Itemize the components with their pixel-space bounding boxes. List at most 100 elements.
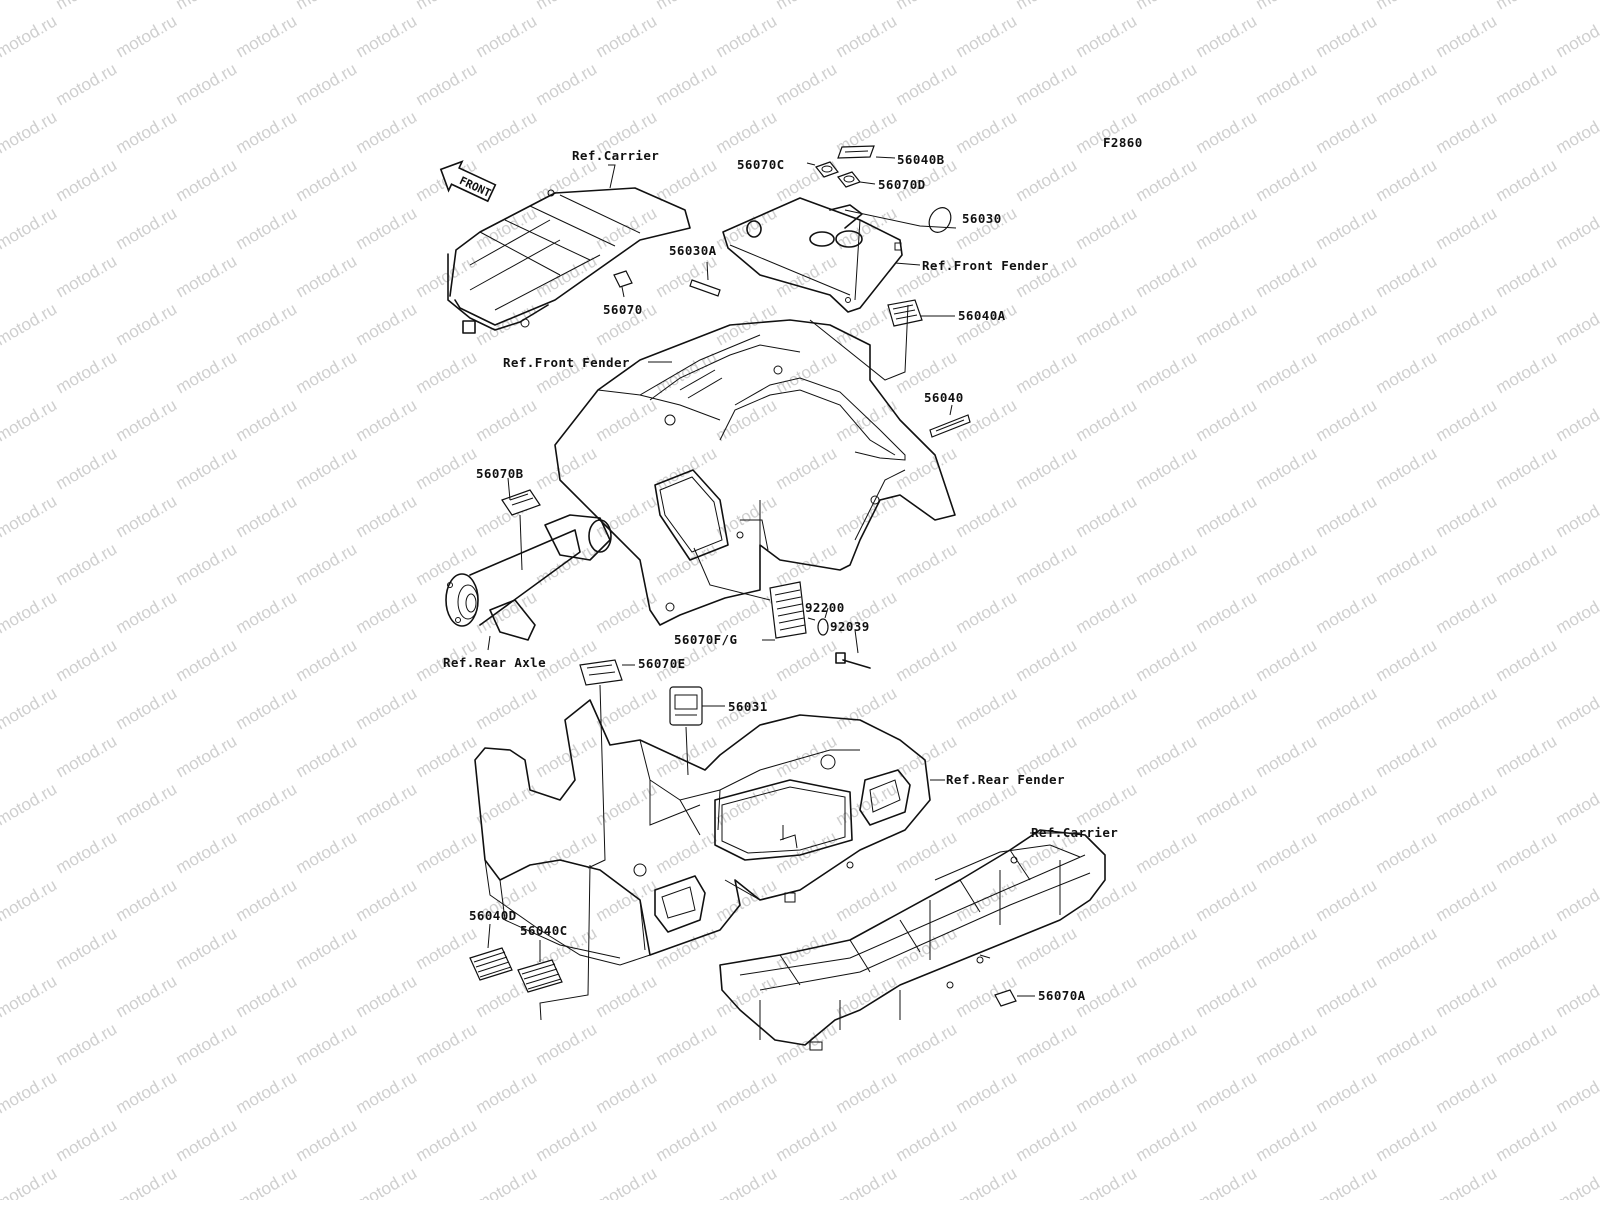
watermark-text: motod.ru	[173, 1115, 241, 1165]
watermark-text: motod.ru	[893, 539, 961, 589]
watermark-text: motod.ru	[1193, 971, 1261, 1021]
watermark-text: motod.ru	[173, 923, 241, 973]
watermark-text: motod.ru	[1493, 155, 1561, 205]
watermark-text: motod.ru	[1073, 779, 1141, 829]
watermark-text: motod.ru	[1133, 539, 1201, 589]
decal-56040A-icon	[888, 300, 922, 326]
watermark-text: motod.ru	[1313, 587, 1381, 637]
watermark-text: motod.ru	[53, 635, 121, 685]
watermark-text: motod.ru	[413, 923, 481, 973]
watermark-text: motod.ru	[1493, 1019, 1561, 1069]
decal-56040B-icon	[838, 146, 874, 158]
watermark-text: motod.ru	[593, 491, 661, 541]
watermark-text: motod.ru	[473, 1067, 541, 1117]
watermark-text: motod.ru	[953, 11, 1021, 61]
watermark-text: motod.ru	[0, 491, 60, 541]
watermark-text: motod.ru	[0, 1163, 60, 1200]
watermark-text: motod.ru	[1193, 491, 1261, 541]
watermark-text: motod.ru	[1553, 971, 1600, 1021]
watermark-text: motod.ru	[1313, 395, 1381, 445]
label-ref-carrier-top: Ref.Carrier	[572, 148, 659, 163]
watermark-text: motod.ru	[1433, 875, 1501, 925]
watermark-text: motod.ru	[953, 299, 1021, 349]
watermark-text: motod.ru	[653, 1019, 721, 1069]
watermark-text: motod.ru	[293, 155, 361, 205]
watermark-text: motod.ru	[1373, 1115, 1441, 1165]
watermark-text: motod.ru	[233, 299, 301, 349]
watermark-text: motod.ru	[53, 539, 121, 589]
watermark-text: motod.ru	[833, 683, 901, 733]
decal-56040D-icon	[470, 948, 512, 980]
watermark-text: motod.ru	[1013, 443, 1081, 493]
watermark-text: motod.ru	[293, 539, 361, 589]
watermark-text: motod.ru	[173, 0, 241, 13]
watermark-text: motod.ru	[533, 251, 601, 301]
watermark-text: motod.ru	[1313, 299, 1381, 349]
watermark-text: motod.ru	[653, 443, 721, 493]
decal-56070-icon	[614, 271, 632, 287]
watermark-text: motod.ru	[293, 443, 361, 493]
watermark-text: motod.ru	[53, 59, 121, 109]
watermark-text: motod.ru	[893, 443, 961, 493]
watermark-text: motod.ru	[0, 299, 60, 349]
watermark-text: motod.ru	[53, 731, 121, 781]
label-ref-rear-axle: Ref.Rear Axle	[443, 655, 546, 670]
watermark-text: motod.ru	[1433, 683, 1501, 733]
watermark-text: motod.ru	[533, 1115, 601, 1165]
watermark-text: motod.ru	[113, 1067, 181, 1117]
watermark-text: motod.ru	[1553, 11, 1600, 61]
watermark-text: motod.ru	[353, 683, 421, 733]
watermark-text: motod.ru	[0, 587, 60, 637]
watermark-text: motod.ru	[1313, 1067, 1381, 1117]
watermark-text: motod.ru	[953, 683, 1021, 733]
watermark-text: motod.ru	[413, 251, 481, 301]
watermark-text: motod.ru	[1553, 491, 1600, 541]
watermark-text: motod.ru	[233, 779, 301, 829]
watermark-text: motod.ru	[1013, 1115, 1081, 1165]
label-56070: 56070	[603, 302, 643, 317]
watermark-text: motod.ru	[473, 11, 541, 61]
watermark-text: motod.ru	[0, 1067, 60, 1117]
watermark-text: motod.ru	[1253, 539, 1321, 589]
watermark-text: motod.ru	[53, 347, 121, 397]
watermark-text: motod.ru	[1493, 827, 1561, 877]
label-92200: 92200	[805, 600, 845, 615]
watermark-text: motod.ru	[1373, 635, 1441, 685]
watermark-text: motod.ru	[0, 107, 60, 157]
watermark-text: motod.ru	[1313, 1163, 1381, 1200]
label-56030: 56030	[962, 211, 1002, 226]
watermark-text: motod.ru	[1373, 155, 1441, 205]
watermark-text: motod.ru	[1073, 299, 1141, 349]
label-56040A: 56040A	[958, 308, 1006, 323]
watermark-text: motod.ru	[353, 395, 421, 445]
watermark-text: motod.ru	[413, 1115, 481, 1165]
watermark-text: motod.ru	[473, 395, 541, 445]
watermark-text: motod.ru	[233, 1067, 301, 1117]
watermark-text: motod.ru	[1313, 683, 1381, 733]
watermark-text: motod.ru	[1253, 635, 1321, 685]
watermark-text: motod.ru	[1553, 395, 1600, 445]
watermark-text: motod.ru	[1433, 587, 1501, 637]
watermark-text: motod.ru	[833, 971, 901, 1021]
watermark-text: motod.ru	[1433, 779, 1501, 829]
watermark-text: motod.ru	[713, 971, 781, 1021]
label-92039: 92039	[830, 619, 870, 634]
watermark-text: motod.ru	[1133, 443, 1201, 493]
watermark-text: motod.ru	[1193, 683, 1261, 733]
watermark-text: motod.ru	[353, 299, 421, 349]
watermark-text: motod.ru	[113, 395, 181, 445]
watermark-text: motod.ru	[593, 587, 661, 637]
watermark-text: motod.ru	[773, 0, 841, 13]
watermark-text: motod.ru	[593, 1163, 661, 1200]
watermark-text: motod.ru	[53, 155, 121, 205]
label-56040D: 56040D	[469, 908, 517, 923]
watermark-text: motod.ru	[1313, 107, 1381, 157]
label-56031: 56031	[728, 699, 768, 714]
watermark-text: motod.ru	[293, 1019, 361, 1069]
watermark-text: motod.ru	[173, 59, 241, 109]
washer-92200-icon	[818, 619, 828, 635]
decal-56070E-icon	[580, 660, 622, 685]
watermark-text: motod.ru	[1253, 59, 1321, 109]
watermark-text: motod.ru	[1373, 539, 1441, 589]
